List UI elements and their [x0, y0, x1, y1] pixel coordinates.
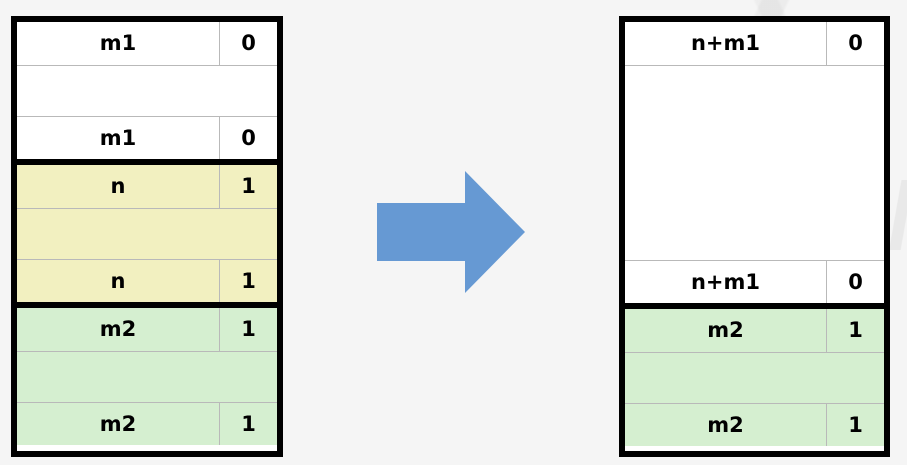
- table-row: m2 1: [625, 403, 884, 446]
- cell-value: 0: [219, 22, 277, 65]
- section-m2-green: m2 1 m2 1: [17, 302, 277, 445]
- table-row: m2 1: [625, 309, 884, 352]
- table-row: m1 0: [17, 22, 277, 65]
- cell-value: [826, 66, 884, 260]
- before-table: m1 0 m1 0 n 1 n 1 m2 1: [11, 16, 283, 457]
- cell-label: [625, 66, 826, 260]
- cell-value: 1: [826, 404, 884, 446]
- table-row: [17, 65, 277, 116]
- cell-value: 1: [219, 260, 277, 302]
- cell-label: m1: [99, 31, 137, 55]
- section-m2-green: m2 1 m2 1: [625, 303, 884, 446]
- cell-value: [219, 66, 277, 116]
- right-arrow-icon: [377, 171, 525, 293]
- cell-label: n: [110, 268, 126, 293]
- cell-label: m2: [707, 412, 744, 437]
- cell-label: n: [110, 174, 126, 198]
- cell-value: [826, 353, 884, 403]
- cell-label: [17, 209, 219, 259]
- cell-value: 0: [219, 117, 277, 159]
- cell-label: m2: [99, 411, 137, 436]
- table-row: m1 0: [17, 116, 277, 159]
- cell-label: [625, 353, 826, 403]
- cell-value: 1: [219, 403, 277, 445]
- cell-label: n+m1: [690, 31, 761, 55]
- table-row: n 1: [17, 165, 277, 208]
- cell-value: [219, 352, 277, 402]
- table-row: [625, 65, 884, 260]
- cell-value: 1: [219, 308, 277, 351]
- table-row: m2 1: [17, 402, 277, 445]
- section-n-yellow: n 1 n 1: [17, 159, 277, 302]
- cell-label: n+m1: [690, 269, 761, 294]
- table-row: n+m1 0: [625, 22, 884, 65]
- section-n-plus-m1-white: n+m1 0 n+m1 0: [625, 22, 884, 303]
- cell-value: 1: [219, 165, 277, 208]
- table-row: n 1: [17, 259, 277, 302]
- cell-value: [219, 209, 277, 259]
- after-table: n+m1 0 n+m1 0 m2 1 m2 1: [619, 16, 890, 457]
- table-row: [17, 351, 277, 402]
- cell-label: [17, 66, 219, 116]
- cell-label: [17, 352, 219, 402]
- cell-value: 0: [826, 22, 884, 65]
- cell-label: m2: [99, 317, 137, 341]
- cell-value: 1: [826, 309, 884, 352]
- cell-label: m2: [707, 318, 744, 342]
- section-m1-white: m1 0 m1 0: [17, 22, 277, 159]
- table-row: m2 1: [17, 308, 277, 351]
- table-row: [17, 208, 277, 259]
- cell-value: 0: [826, 261, 884, 303]
- table-row: n+m1 0: [625, 260, 884, 303]
- table-row: [625, 352, 884, 403]
- cell-label: m1: [99, 125, 137, 150]
